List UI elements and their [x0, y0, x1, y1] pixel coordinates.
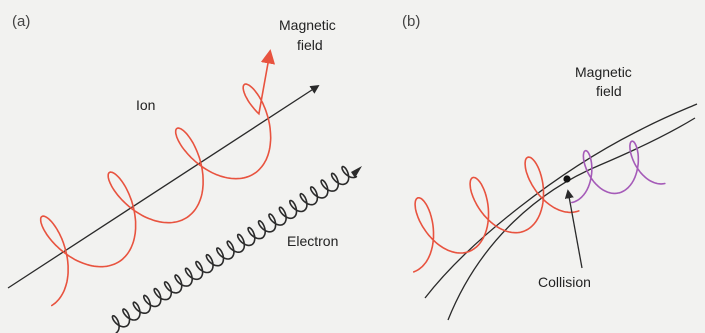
- panel-a: (a) Magnetic field Ion Electron: [7, 13, 362, 333]
- deflected-particle-helix: [571, 140, 666, 204]
- panel-b: (b) Magnetic field Collision: [402, 13, 698, 321]
- field-line-a: [7, 85, 320, 289]
- collision-label: Collision: [538, 274, 591, 290]
- panel-a-label: (a): [12, 13, 30, 30]
- electron-arrowhead-icon: [351, 166, 362, 178]
- ion-label: Ion: [136, 97, 155, 113]
- ion-helix: [39, 49, 276, 307]
- collision-pointer-arrow: [564, 189, 583, 269]
- magnetic-field-label-b-line2: field: [596, 83, 622, 99]
- collision-point: [563, 175, 571, 183]
- ion-helix-b: [413, 156, 580, 273]
- field-line-b-upper: [447, 117, 696, 321]
- field-line-b-lower: [424, 103, 698, 299]
- magnetic-field-label-b-line1: Magnetic: [575, 64, 632, 80]
- electron-helix: [111, 165, 358, 333]
- electron-label: Electron: [287, 233, 338, 249]
- panel-b-label: (b): [402, 13, 420, 30]
- magnetic-field-label-a-line2: field: [297, 37, 323, 53]
- magnetic-field-label-a-line1: Magnetic: [279, 17, 336, 33]
